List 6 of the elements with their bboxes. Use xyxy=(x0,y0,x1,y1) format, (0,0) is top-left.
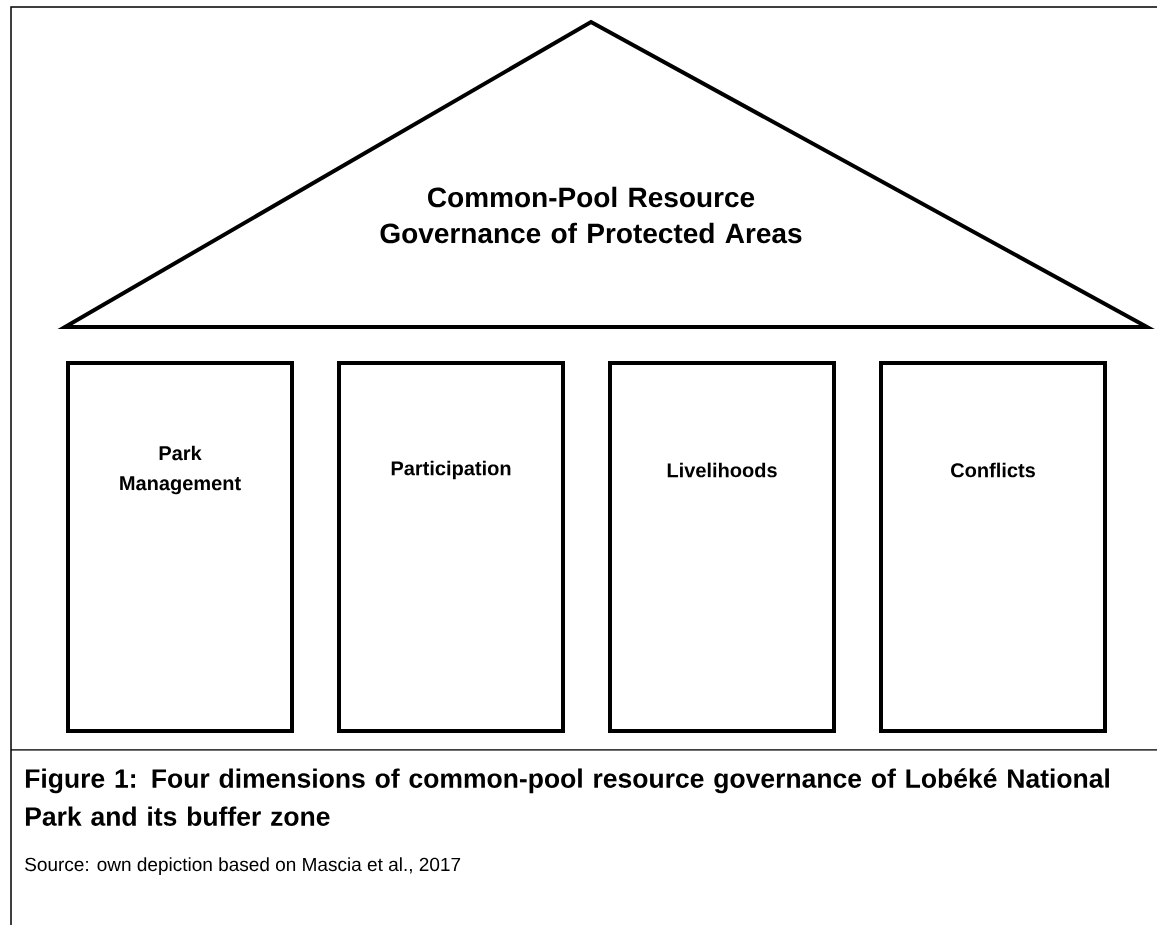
pillar-box: Park Management xyxy=(66,361,294,733)
pillar-box: Livelihoods xyxy=(608,361,836,733)
figure-caption: Figure 1: Four dimensions of common-pool resource governance of Lobéké National Park and its buffer zone xyxy=(26,768,1109,826)
pillar-box: Participation xyxy=(337,361,565,733)
pillar-box: Conflicts xyxy=(879,361,1107,733)
source-note: Source: own depiction based on Mascia et al., 2017 xyxy=(25,857,461,875)
